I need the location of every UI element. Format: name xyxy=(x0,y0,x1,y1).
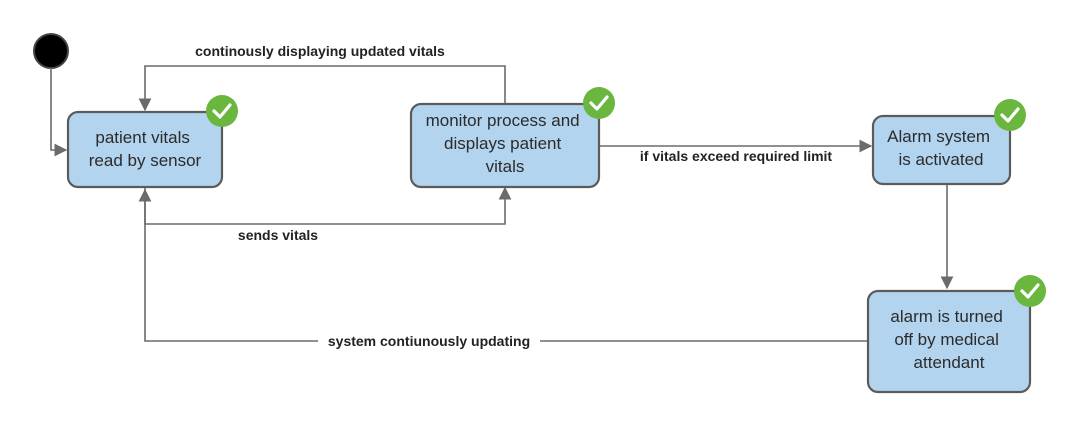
edge-label-display-loop: continously displaying updated vitals xyxy=(195,43,445,59)
check-circle-icon xyxy=(206,95,238,127)
state-label-monitor: monitor process and displays patient vit… xyxy=(426,111,585,176)
initial-transition xyxy=(50,68,68,157)
edge-label-bg-updating xyxy=(318,332,540,350)
check-circle-icon xyxy=(583,87,615,119)
state-label-alarm: Alarm system is activated xyxy=(887,127,995,169)
state-label-attendant: alarm is turned off by medical attendant xyxy=(890,307,1007,372)
edge-updating xyxy=(138,188,867,342)
edge-send-vitals xyxy=(144,186,512,225)
state-monitor-process-and-displays-vitals: monitor process and displays patient vit… xyxy=(409,87,615,189)
state-alarm-turned-off-by-attendant: alarm is turned off by medical attendant xyxy=(866,275,1046,394)
check-circle-icon xyxy=(994,99,1026,131)
edge-label-exceed-limit: if vitals exceed required limit xyxy=(640,148,833,164)
edge-label-updating: system contiunously updating xyxy=(328,333,530,349)
edge-label-send-vitals: sends vitals xyxy=(238,227,318,243)
state-alarm-system-is-activated: Alarm system is activated xyxy=(871,99,1026,186)
edge-display-loop xyxy=(138,65,506,112)
state-label-sensor: patient vitals read by sensor xyxy=(89,128,202,170)
initial-state-node xyxy=(33,33,69,69)
state-patient-vitals-read-by-sensor: patient vitals read by sensor xyxy=(66,95,238,189)
check-circle-icon xyxy=(1014,275,1046,307)
